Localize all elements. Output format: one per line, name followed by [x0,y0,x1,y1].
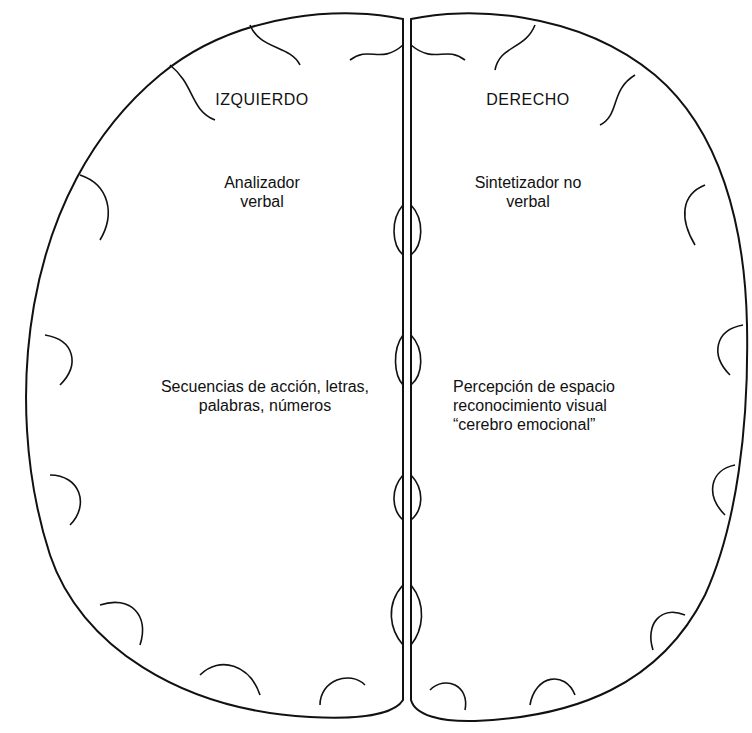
gyrus-line [320,678,365,705]
hemisphere-outline [405,5,750,725]
gyrus-line [713,465,735,515]
gyrus-line [430,683,466,710]
gyrus-line [200,665,260,695]
gyrus-line [411,335,421,385]
gyrus-line [45,335,72,385]
gyrus-line [411,475,421,520]
gyrus-line [530,679,575,705]
hemisphere-outline [20,5,405,722]
gyrus-line [50,475,80,525]
gyrus-line [495,25,535,70]
gyrus-line [600,75,635,125]
gyrus-line [395,335,403,385]
gyrus-line [100,602,143,645]
hemisphere-border [411,13,747,721]
gyrus-line [250,25,300,65]
brain-hemisphere: IZQUIERDO Analizador verbalSecuencias de … [20,5,405,722]
gyrus-line [651,612,685,650]
gyrus-line [411,205,421,255]
hemisphere-heading: IZQUIERDO [215,90,308,109]
gyrus-line [411,585,422,645]
function-label: Sintetizador no verbal [472,173,584,211]
gyrus-line [170,65,215,120]
hemisphere-heading: DERECHO [486,90,570,109]
gyrus-line [394,205,403,255]
gyrus-line [394,475,403,520]
brain-hemisphere: DERECHO Sintetizador no verbalPercepción … [405,5,750,725]
gyrus-line [411,45,465,60]
function-label: Analizador verbal [206,173,318,211]
gyrus-line [391,585,403,645]
hemisphere-border [26,13,403,717]
function-list: Percepción de espacio reconocimiento vis… [453,377,639,434]
gyrus-line [718,325,743,375]
gyrus-line [685,185,705,245]
gyrus-line [350,45,403,60]
function-list: Secuencias de acción, letras, palabras, … [156,377,374,415]
gyrus-line [80,175,108,240]
